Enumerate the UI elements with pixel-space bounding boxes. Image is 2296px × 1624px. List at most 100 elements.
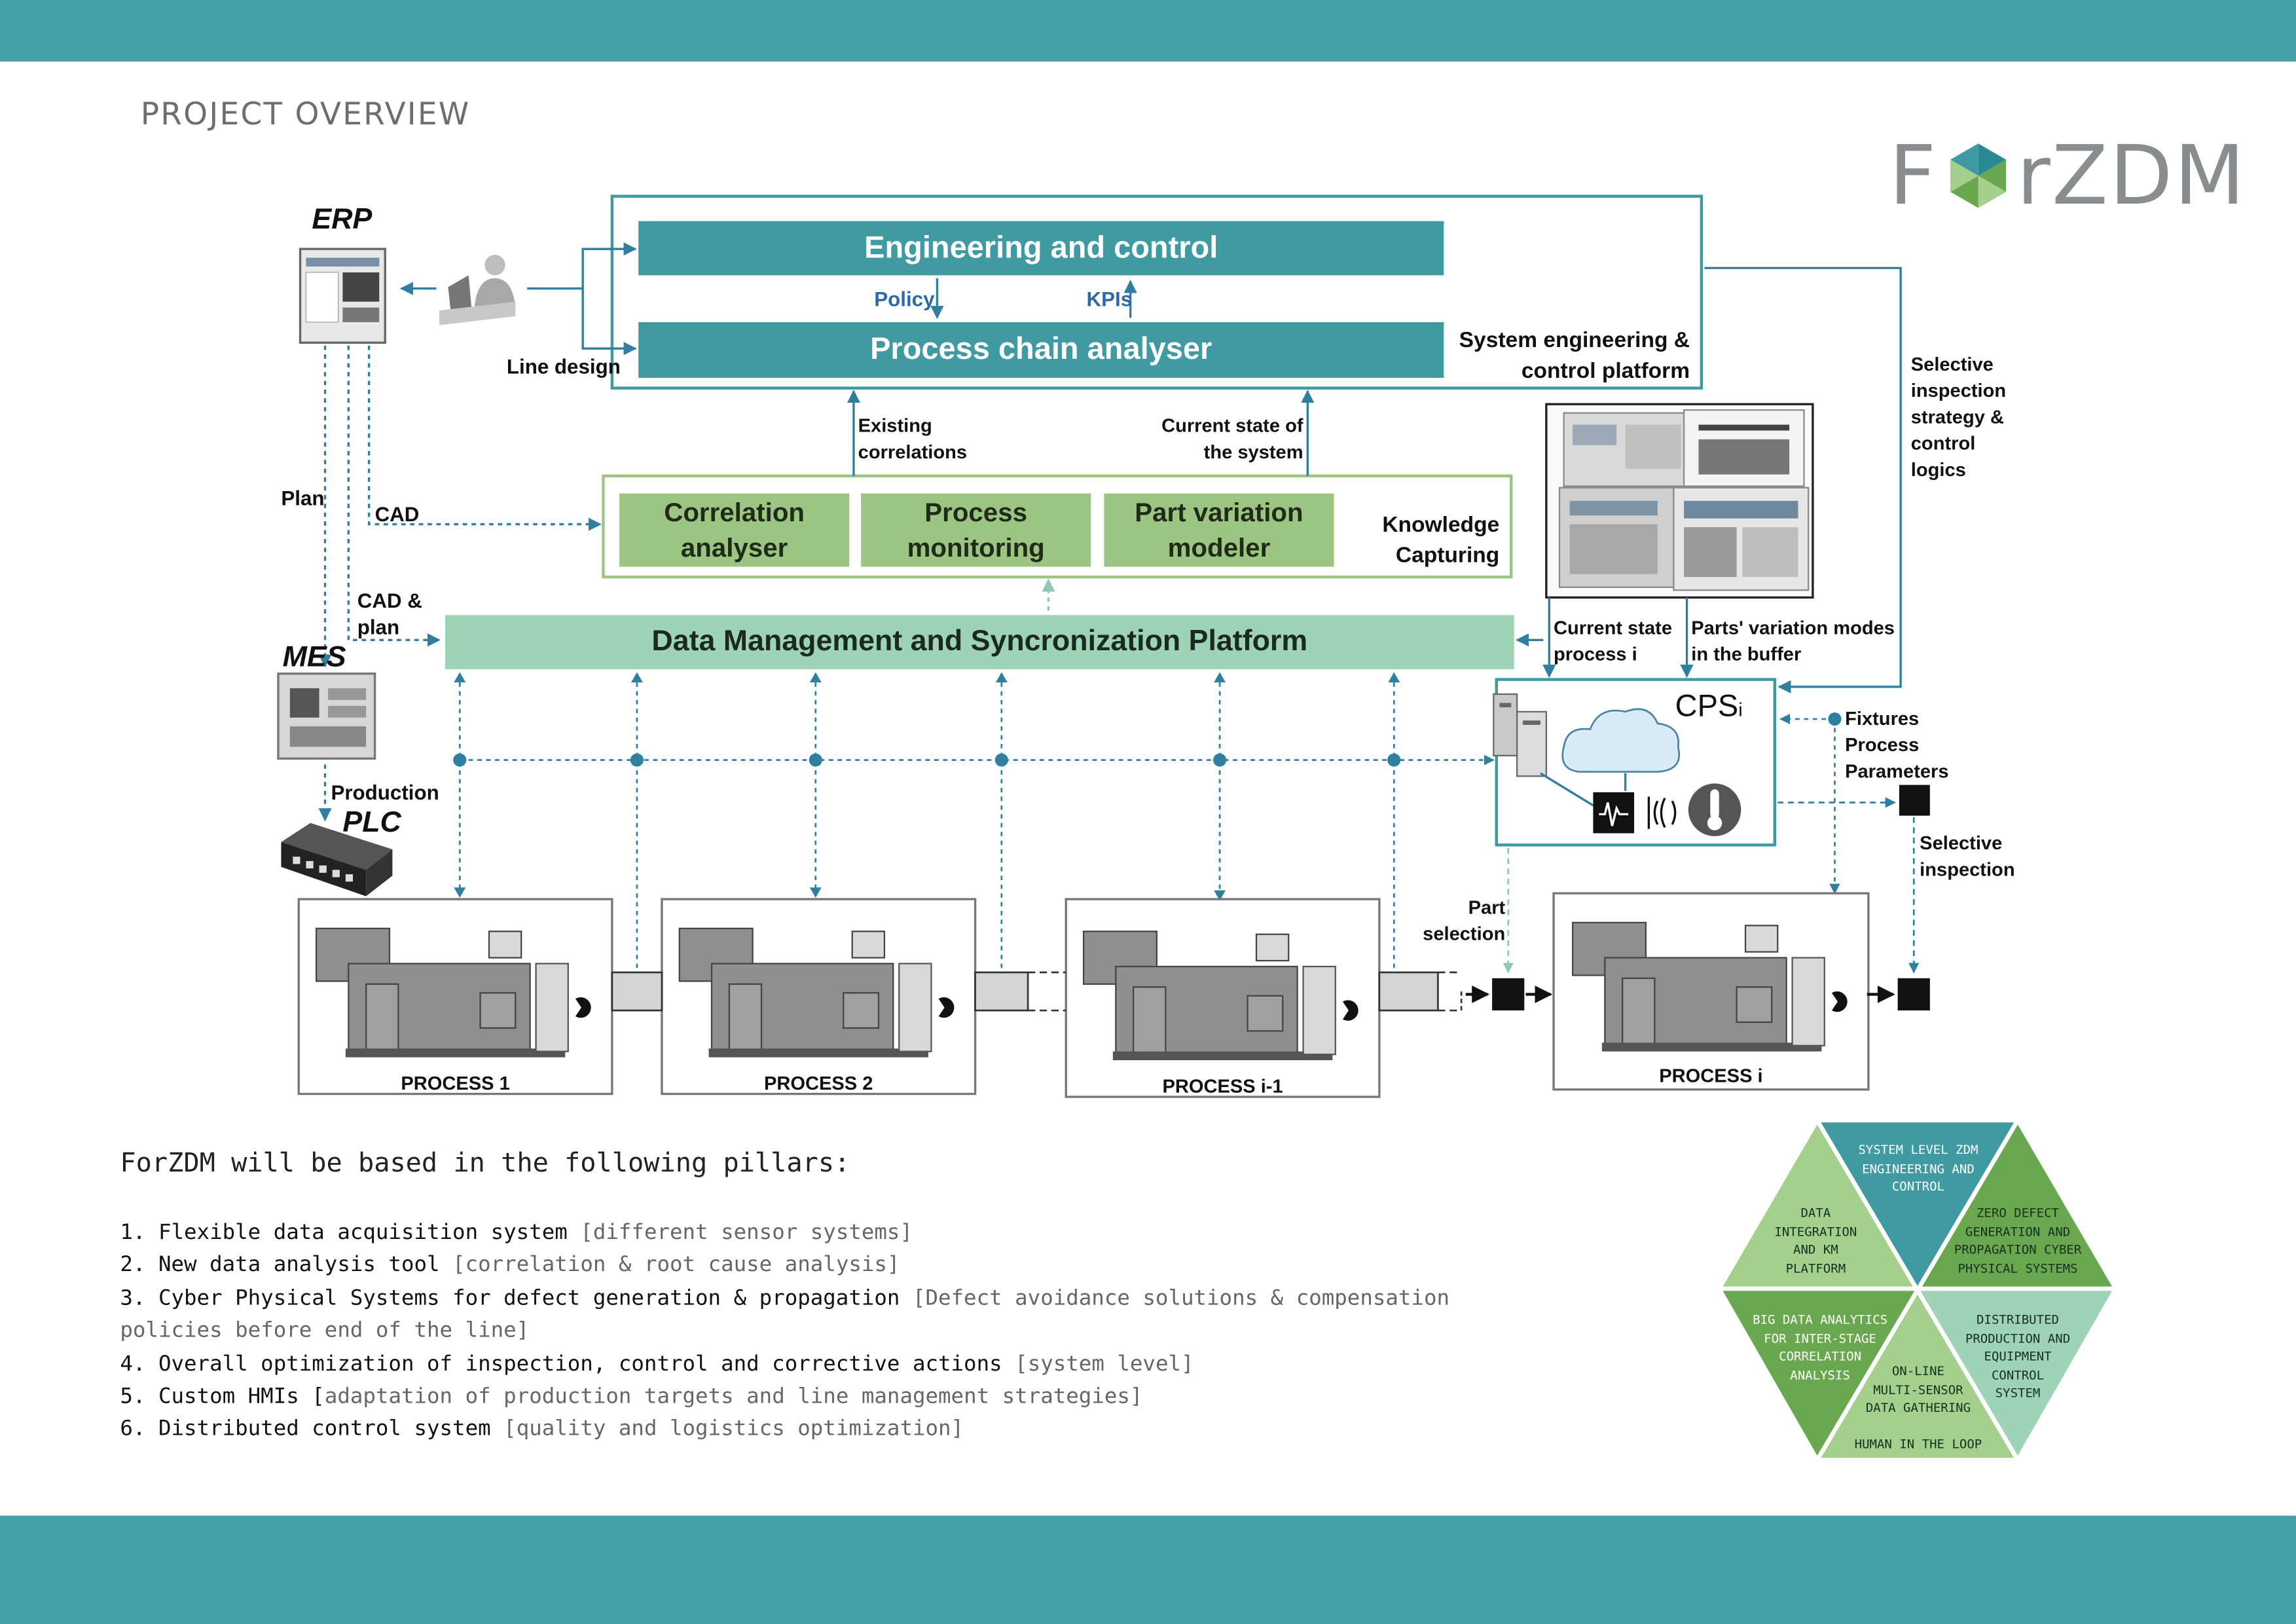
hex-label-distributed-control: DISTRIBUTED PRODUCTION AND EQUIPMENT CON…	[1955, 1312, 2081, 1404]
selective-strategy-label: Selective inspection strategy & control …	[1911, 352, 2006, 483]
hex-line: DISTRIBUTED	[1977, 1313, 2059, 1329]
hex-line: MULTI-SENSOR	[1873, 1383, 1963, 1398]
pillar-item: 4. Overall optimization of inspection, c…	[120, 1348, 1504, 1381]
hmi-screens-image	[1545, 403, 1814, 599]
current-line: Current state of	[1161, 414, 1303, 437]
sel-insp-line: inspection	[1920, 858, 2015, 881]
pillar-strong: 4. Overall optimization of inspection, c…	[120, 1352, 1015, 1376]
thermometer-icon	[1688, 783, 1741, 836]
cad-plan-line: plan	[357, 615, 400, 639]
hex-line: DATA	[1800, 1206, 1831, 1222]
cloud-icon	[1561, 708, 1681, 773]
hex-line: DATA GATHERING	[1865, 1401, 1971, 1416]
cad-plan-line: CAD &	[357, 588, 422, 612]
process-label: PROCESS 1	[401, 1071, 510, 1094]
hex-label-zero-defect: ZERO DEFECT GENERATION AND PROPAGATION C…	[1948, 1205, 2088, 1278]
current-line: the system	[1203, 441, 1303, 463]
box-line: Part variation	[1135, 498, 1303, 528]
system-platform-label: System engineering & control platform	[1449, 325, 1690, 386]
system-platform-frame	[610, 194, 1704, 390]
hex-line: CONTROL	[1991, 1368, 2045, 1384]
top-banner	[0, 0, 2296, 62]
box-line: Correlation	[664, 498, 805, 528]
hex-line: EQUIPMENT	[1984, 1350, 2052, 1365]
hex-segment-zero-defect	[1918, 1120, 2116, 1289]
hex-line: CORRELATION	[1779, 1350, 1862, 1365]
pillar-light: adaptation of production targets and lin…	[324, 1385, 1143, 1409]
knowledge-line: Capturing	[1395, 543, 1500, 568]
process-label: PROCESS i	[1659, 1064, 1763, 1087]
box-line: analyser	[680, 533, 788, 563]
hex-segment-big-data	[1719, 1288, 1918, 1460]
hex-segment-data-integration	[1719, 1120, 1918, 1289]
hex-segment-multi-sensor	[1817, 1288, 2018, 1460]
selective-line: strategy &	[1910, 405, 2004, 428]
knowledge-capturing-label: Knowledge Capturing	[1362, 509, 1499, 571]
hex-line: GENERATION AND	[1965, 1225, 2071, 1240]
plc-label: PLC	[342, 807, 401, 840]
current-process-line: Current state	[1554, 616, 1673, 639]
current-process-line: process i	[1554, 642, 1637, 665]
pillars-intro: ForZDM will be based in the following pi…	[120, 1148, 850, 1179]
pillar-strong: 2. New data analysis tool	[120, 1254, 453, 1278]
process-chain-analyser-box: Process chain analyser	[638, 322, 1444, 378]
pillar-strong: 5. Custom HMIs [	[120, 1385, 325, 1409]
hex-line: SYSTEM LEVEL ZDM	[1858, 1143, 1978, 1158]
vibration-sensor-icon	[1593, 792, 1635, 834]
pillar-item: 6. Distributed control system [quality a…	[120, 1414, 1504, 1447]
hex-line: PROPAGATION CYBER	[1954, 1243, 2082, 1258]
hex-line: ZERO DEFECT	[1977, 1206, 2059, 1222]
current-state-system-label: Current state of the system	[1127, 413, 1303, 466]
hex-label-human-loop: HUMAN IN THE LOOP	[1839, 1437, 1997, 1455]
pillar-strong: 3. Cyber Physical Systems for defect gen…	[120, 1287, 913, 1311]
hex-line: PLATFORM	[1785, 1261, 1846, 1276]
pillar-light: [Defect avoidance solutions & compensati…	[120, 1287, 1450, 1344]
pillar-light: [quality and logistics optimization]	[503, 1418, 964, 1442]
hex-line: ON-LINE	[1891, 1365, 1944, 1380]
box-line: modeler	[1167, 533, 1271, 563]
hex-segment-system-engineering	[1817, 1120, 2018, 1289]
part-sel-line: selection	[1423, 922, 1506, 945]
selective-line: logics	[1910, 458, 1966, 481]
line-design-label: Line design	[506, 354, 621, 378]
hex-line: FOR INTER-STAGE	[1764, 1331, 1876, 1347]
existing-line: correlations	[858, 441, 968, 463]
sel-insp-line: Selective	[1920, 832, 2003, 854]
cad-label: CAD	[374, 502, 420, 526]
pillar-strong: 6. Distributed control system	[120, 1418, 504, 1442]
hex-line: ANALYSIS	[1790, 1368, 1850, 1384]
selective-line: Selective	[1910, 352, 1994, 375]
hex-line: CONTROL	[1891, 1180, 1944, 1195]
data-management-platform-box: Data Management and Syncronization Platf…	[445, 615, 1514, 669]
part-sel-line: Part	[1468, 896, 1506, 919]
production-label: Production	[331, 780, 439, 804]
knowledge-frame	[602, 474, 1513, 579]
part-selection-label: Part selection	[1409, 895, 1506, 948]
logo-hexagon-icon	[1950, 143, 2007, 208]
fixtures-label: Fixtures Process Parameters	[1845, 706, 1948, 785]
selective-line: inspection	[1910, 379, 2007, 401]
hex-line: SYSTEM	[1995, 1386, 2041, 1402]
erp-label: ERP	[312, 203, 373, 236]
correlation-analyser-box: Correlation analyser	[619, 493, 850, 567]
engineer-person-icon	[439, 255, 516, 325]
parts-variation-label: Parts' variation modes in the buffer	[1691, 615, 1895, 668]
fixtures-line: Process	[1845, 733, 1920, 756]
pillar-item: 2. New data analysis tool [correlation &…	[120, 1249, 1504, 1282]
mes-label: MES	[282, 641, 346, 674]
machine-icon	[1082, 931, 1358, 1061]
hex-line: AND KM	[1793, 1243, 1838, 1258]
mes-machine-icon	[277, 673, 376, 760]
hex-label-data-integration: DATA INTEGRATION AND KM PLATFORM	[1769, 1205, 1863, 1278]
hex-line: INTEGRATION	[1774, 1225, 1857, 1240]
pillar-item: 3. Cyber Physical Systems for defect gen…	[120, 1283, 1504, 1348]
cps-label: CPSi	[1675, 692, 1743, 724]
pillar-item: 1. Flexible data acquisition system [dif…	[120, 1217, 1504, 1249]
hex-line: PHYSICAL SYSTEMS	[1958, 1261, 2078, 1276]
current-state-process-label: Current state process i	[1554, 615, 1672, 668]
policy-label: Policy	[874, 287, 935, 311]
cps-name: CPS	[1675, 690, 1739, 724]
